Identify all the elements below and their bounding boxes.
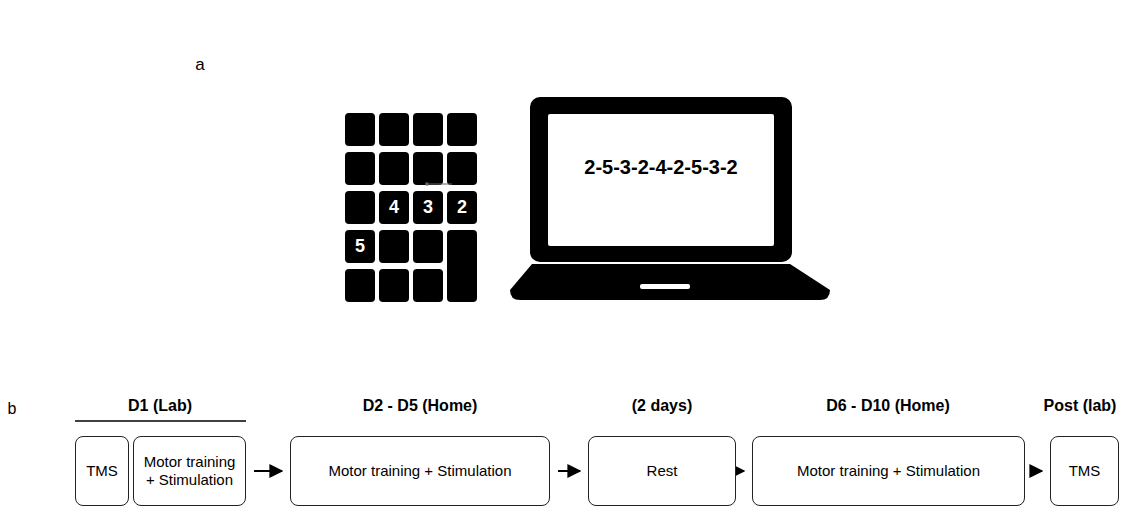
key-number: 4 — [389, 198, 399, 218]
keypad — [345, 113, 477, 302]
process-box: Rest — [588, 436, 736, 506]
phase-header: D6 - D10 (Home) — [826, 397, 950, 415]
box-label: Motor training + Stimulation — [139, 453, 240, 489]
process-box: TMS — [75, 436, 129, 506]
bracket-line — [75, 420, 246, 421]
process-box: Motor training + Stimulation — [752, 436, 1025, 506]
arrow-connector — [558, 470, 580, 472]
box-label: TMS — [1069, 462, 1101, 480]
laptop — [510, 97, 830, 300]
process-box: TMS — [1050, 436, 1119, 506]
phase-header: D1 (Lab) — [128, 397, 192, 415]
process-box: Motor training + Stimulation — [290, 436, 550, 506]
arrow-connector — [1033, 470, 1042, 472]
phase-header: Post (lab) — [1044, 397, 1117, 415]
box-label: Motor training + Stimulation — [328, 462, 511, 480]
phase-header: (2 days) — [632, 397, 692, 415]
box-label: Motor training + Stimulation — [797, 462, 980, 480]
arrow-connector — [254, 470, 282, 472]
key-number: 5 — [355, 237, 365, 257]
phase-header: D2 - D5 (Home) — [363, 397, 478, 415]
key-number: 3 — [423, 198, 433, 218]
process-box: Motor training + Stimulation — [133, 436, 246, 506]
pointer-mark — [425, 182, 452, 186]
box-label: Rest — [647, 462, 678, 480]
box-label: TMS — [86, 462, 118, 480]
sequence-text: 2-5-3-2-4-2-5-3-2 — [584, 156, 737, 178]
key-number: 2 — [457, 198, 467, 218]
panel-letter: b — [8, 400, 17, 418]
panel-letter: a — [195, 56, 204, 75]
